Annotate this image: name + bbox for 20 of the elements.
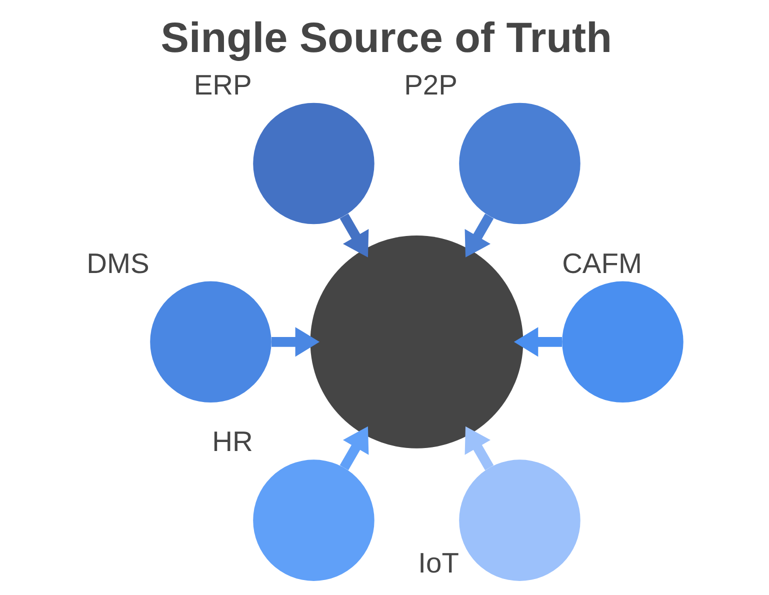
diagram-title: Single Source of Truth <box>160 14 612 62</box>
node-circle <box>252 102 374 224</box>
node-label: HR <box>212 425 252 458</box>
node-circle <box>458 102 580 224</box>
node-label: IoT <box>418 546 458 578</box>
node-label: ERP <box>193 68 252 100</box>
node-circle <box>562 281 683 403</box>
node-circle <box>252 460 374 581</box>
node-label: CAFM <box>562 246 642 279</box>
node-circle <box>150 281 271 403</box>
arrow <box>513 327 562 357</box>
arrow <box>339 214 368 258</box>
node-circle <box>458 460 580 581</box>
node-circle <box>310 235 523 448</box>
arrow <box>464 426 494 470</box>
arrow <box>270 327 320 357</box>
arrow <box>339 426 368 470</box>
node-label: P2P <box>404 68 457 100</box>
arrow <box>464 214 494 258</box>
node-label: DMS <box>86 246 149 279</box>
